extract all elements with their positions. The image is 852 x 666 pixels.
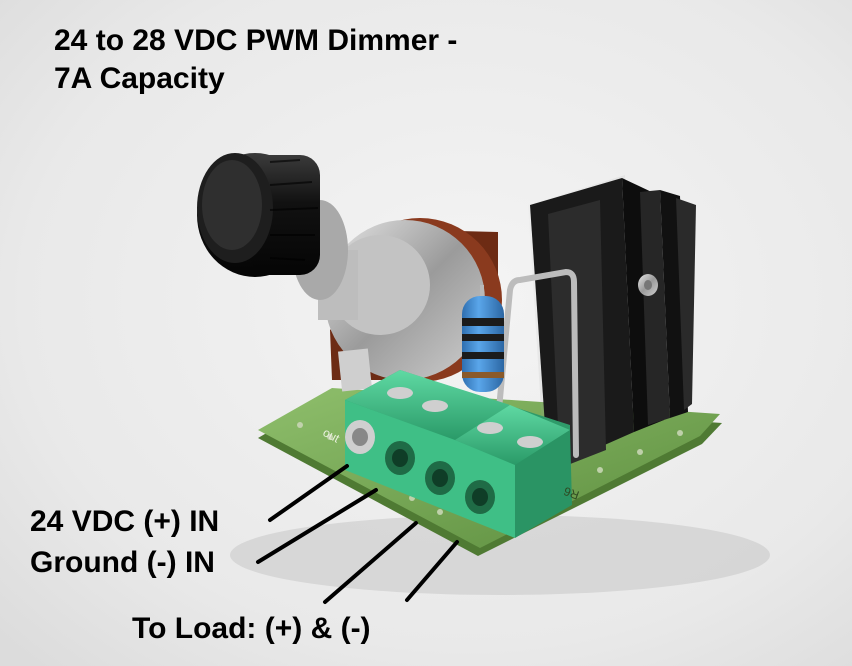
resistor (462, 285, 504, 392)
heatsink (528, 175, 696, 472)
silkscreen-r6: R6 (562, 484, 582, 503)
callout-line-load-pos (323, 521, 418, 604)
callout-line-vin (268, 464, 349, 522)
callout-line-ground (256, 488, 378, 564)
potentiometer (197, 153, 502, 392)
callout-line-load-neg (405, 540, 459, 602)
title-line-1: 24 to 28 VDC PWM Dimmer - (54, 24, 458, 57)
terminal-screws (345, 420, 495, 514)
terminal-block (345, 370, 572, 538)
callout-vin-label: 24 VDC (+) IN (30, 505, 220, 538)
board-shadow (230, 515, 770, 595)
callout-ground-label: Ground (-) IN (30, 546, 215, 579)
callout-lines (256, 464, 459, 604)
wire-jumper (495, 268, 579, 458)
title-line-2: 7A Capacity (54, 62, 225, 95)
callout-load-label: To Load: (+) & (-) (132, 612, 371, 645)
